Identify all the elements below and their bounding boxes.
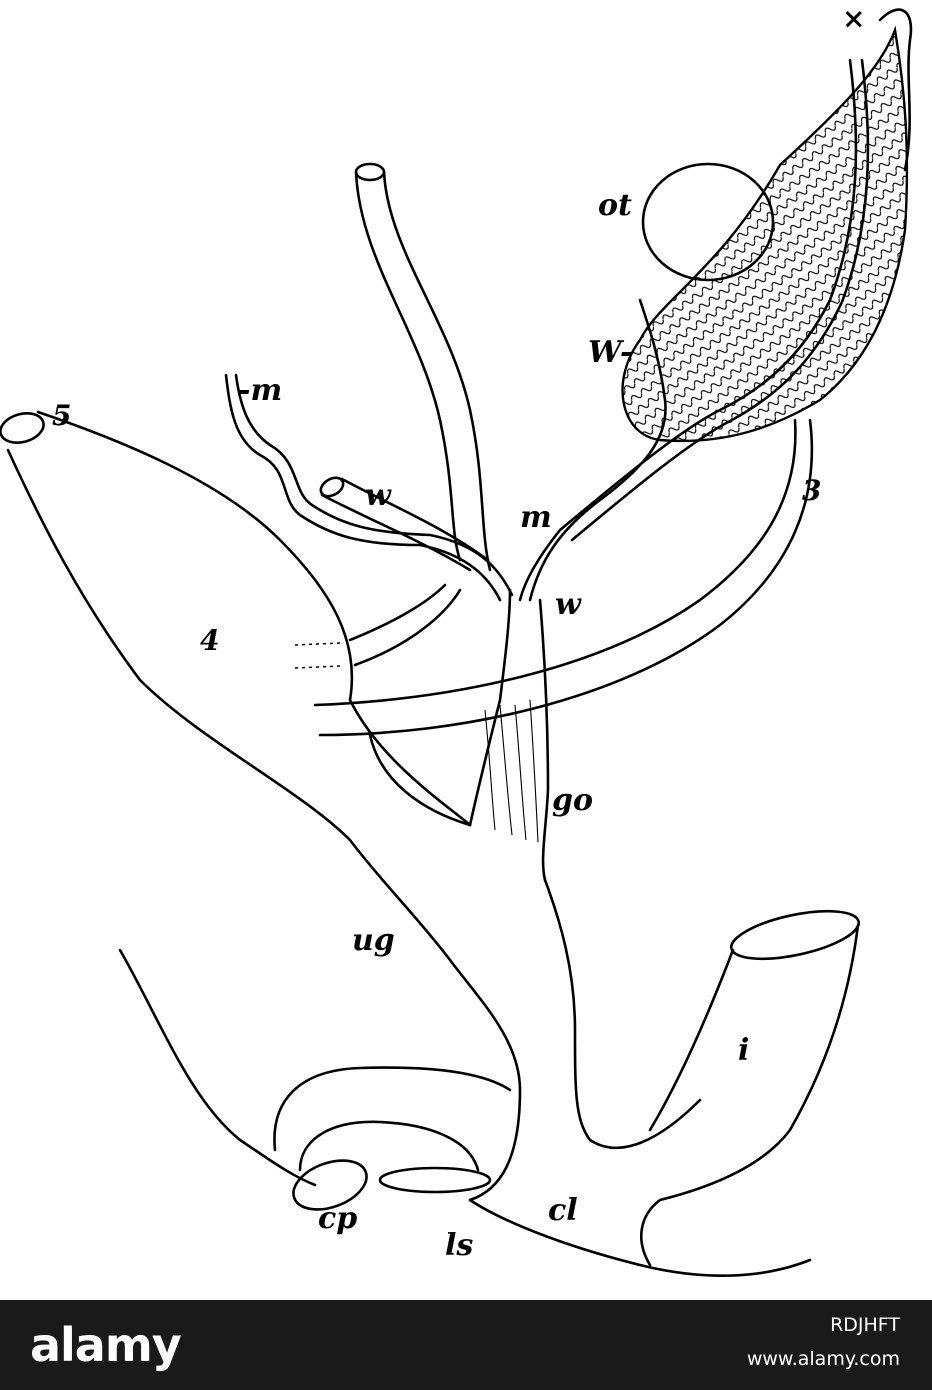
label-cl: cl bbox=[548, 1193, 578, 1228]
label-w-mid: w bbox=[365, 478, 392, 513]
intestine-i bbox=[640, 909, 861, 1267]
genital-duct bbox=[468, 588, 702, 1150]
label-ot: ot bbox=[598, 188, 632, 223]
label-w-upper: W- bbox=[588, 335, 633, 370]
diagram-svg: × ot W- -m 5 w m 3 4 w go ug i cp ls cl bbox=[0, 2, 913, 1277]
anatomical-diagram: × ot W- -m 5 w m 3 4 w go ug i cp ls cl bbox=[0, 2, 913, 1277]
bladder-structure bbox=[0, 410, 522, 1202]
label-m-left: -m bbox=[238, 373, 282, 408]
label-3: 3 bbox=[802, 474, 821, 507]
cloaca-region bbox=[118, 948, 812, 1277]
label-m-mid: m bbox=[520, 500, 552, 535]
label-5: 5 bbox=[52, 399, 71, 432]
alamy-logo[interactable]: alamy bbox=[30, 1318, 182, 1372]
label-go: go bbox=[552, 783, 593, 818]
label-w-right: w bbox=[555, 587, 582, 622]
side-tube bbox=[294, 583, 462, 669]
label-ug: ug bbox=[352, 923, 395, 958]
label-cp: cp bbox=[318, 1201, 357, 1236]
stock-image-id: RDJHFT bbox=[830, 1314, 900, 1336]
stock-footer-bar: alamy RDJHFT www.alamy.com bbox=[0, 1300, 932, 1390]
testis-ot bbox=[518, 8, 913, 602]
label-4: 4 bbox=[200, 624, 219, 657]
ureter-3 bbox=[313, 418, 814, 827]
m-tube-left bbox=[224, 373, 514, 602]
upper-tube bbox=[354, 162, 492, 572]
label-x: × bbox=[842, 2, 865, 35]
site-url[interactable]: www.alamy.com bbox=[746, 1348, 900, 1370]
w-tube-left bbox=[319, 476, 490, 572]
label-ls: ls bbox=[445, 1228, 473, 1263]
label-i: i bbox=[738, 1033, 749, 1068]
